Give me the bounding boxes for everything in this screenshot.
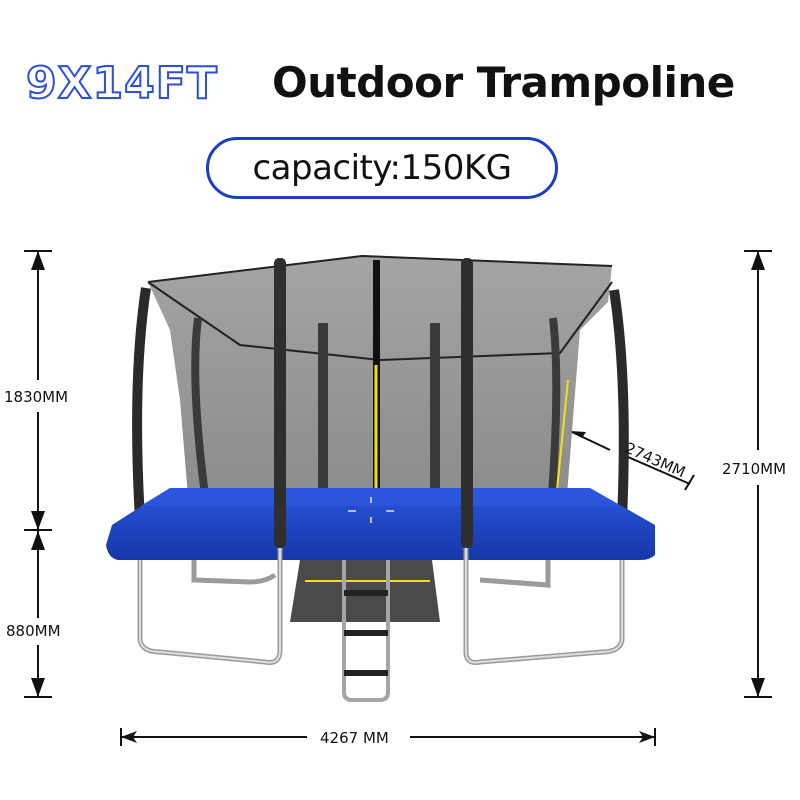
front-poles	[274, 258, 473, 548]
bottom-dimension	[120, 728, 656, 746]
back-poles	[191, 317, 561, 508]
corner-poles	[132, 287, 629, 521]
enclosure-height-label: 1830MM	[4, 386, 69, 408]
capacity-badge: capacity:150KG	[206, 137, 558, 199]
page-title: Outdoor Trampoline	[272, 58, 735, 107]
left-dimension	[24, 250, 52, 698]
right-dimension	[744, 250, 772, 698]
capacity-text: capacity:150KG	[252, 148, 512, 188]
size-label: 9X14FT	[25, 58, 218, 109]
ladder	[342, 560, 390, 702]
frame-height-label: 880MM	[6, 620, 61, 642]
depth-dimension	[570, 431, 695, 491]
mat-markings	[348, 497, 394, 523]
length-label: 4267 MM	[320, 727, 389, 749]
title-bar: 9X14FT Outdoor Trampoline	[0, 58, 800, 118]
total-height-label: 2710MM	[722, 458, 787, 480]
frame-legs-highlight	[139, 548, 623, 664]
